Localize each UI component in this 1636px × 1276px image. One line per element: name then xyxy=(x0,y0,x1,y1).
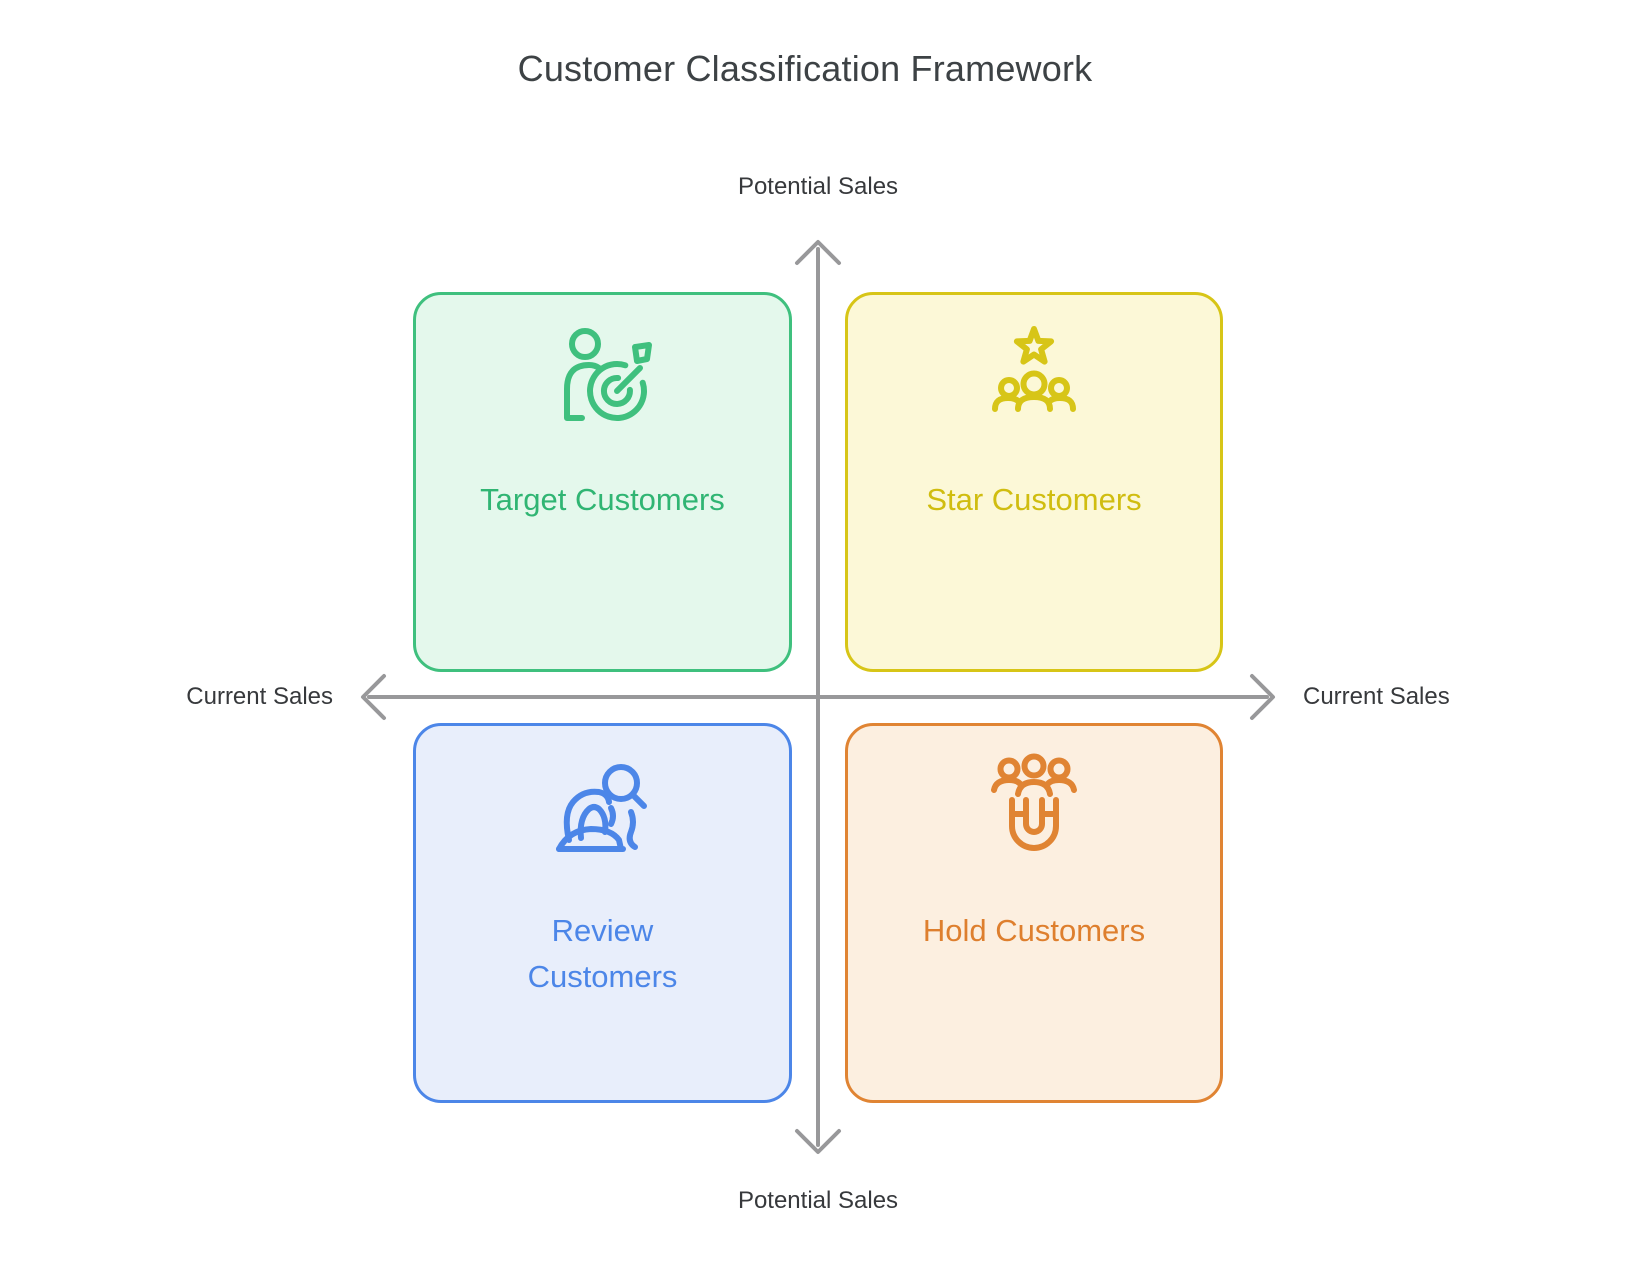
quadrant-star-customers: Star Customers xyxy=(845,292,1223,672)
quadrant-review-customers: Review Customers xyxy=(413,723,792,1103)
team-magnet-icon xyxy=(991,753,1077,851)
axis-label-current-sales-right: Current Sales xyxy=(1303,683,1450,710)
person-magnifier-icon xyxy=(555,764,647,852)
star-team-icon xyxy=(992,326,1076,412)
axis-label-potential-sales-top: Potential Sales xyxy=(737,173,899,200)
arrow-right-icon xyxy=(1250,674,1275,720)
quadrant-label: Star Customers xyxy=(926,482,1142,517)
axis-label-current-sales-left: Current Sales xyxy=(186,683,333,710)
arrow-down-icon xyxy=(795,1129,841,1154)
arrow-up-icon xyxy=(795,240,841,265)
arrow-left-icon xyxy=(361,674,386,720)
quadrant-target-customers: Target Customers xyxy=(413,292,792,672)
axis-label-potential-sales-bottom: Potential Sales xyxy=(737,1187,899,1214)
quadrant-hold-customers: Hold Customers xyxy=(845,723,1223,1103)
quadrant-label: Hold Customers xyxy=(922,913,1146,948)
quadrant-label: Target Customers xyxy=(480,482,725,517)
page-title: Customer Classification Framework xyxy=(517,48,1093,89)
quadrant-label: Review Customers xyxy=(527,913,678,994)
person-target-icon xyxy=(563,328,652,421)
